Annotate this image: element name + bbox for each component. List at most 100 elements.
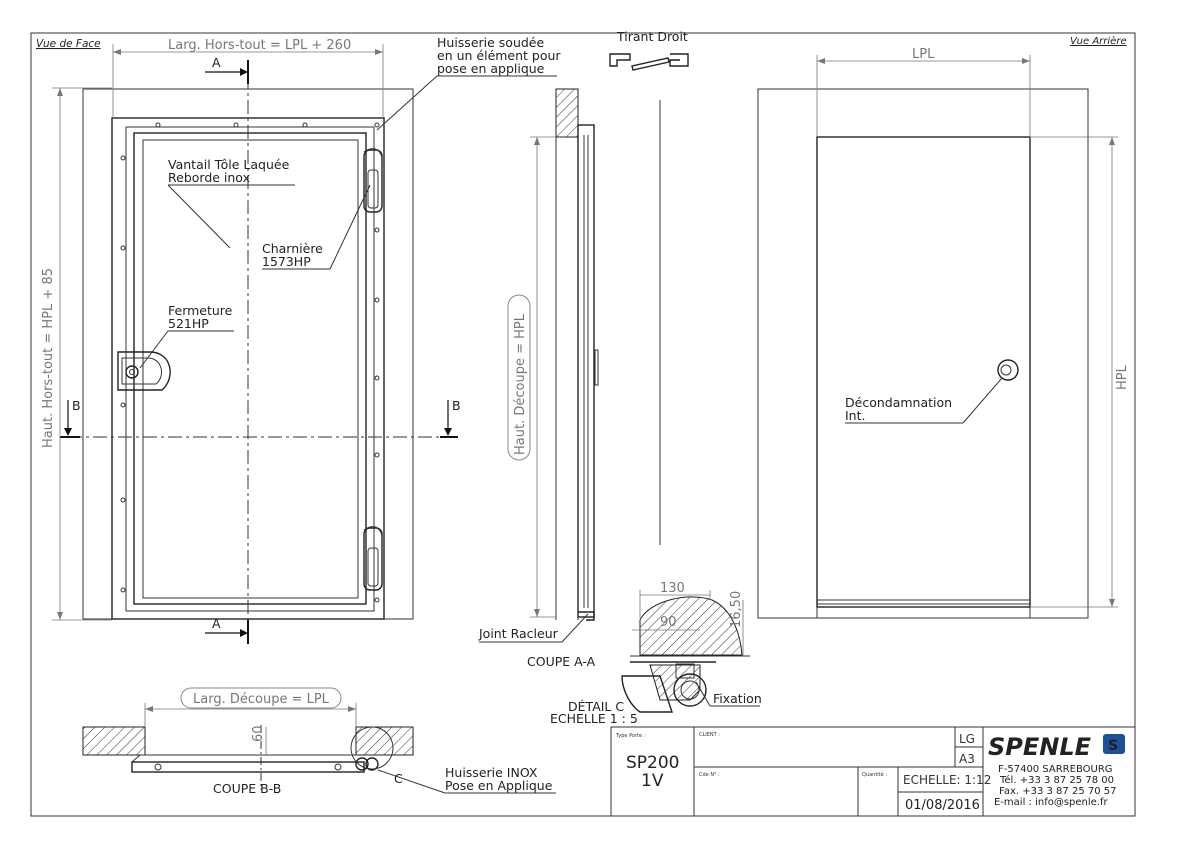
front-frame-inner bbox=[125, 126, 375, 612]
back-view-title: Vue Arrière bbox=[1070, 35, 1127, 47]
svg-text:Larg. Découpe = LPL: Larg. Découpe = LPL bbox=[193, 692, 330, 707]
section-b-right: B bbox=[440, 398, 461, 438]
detail-c-wall bbox=[639, 596, 743, 656]
dim-90: 90 bbox=[632, 615, 700, 631]
detail-c-callout bbox=[350, 726, 394, 770]
front-hinge-bottom bbox=[363, 526, 383, 591]
section-a-bottom: A bbox=[205, 616, 249, 644]
dim-130: 130 bbox=[639, 581, 711, 618]
tb-date: 01/08/2016 bbox=[905, 798, 980, 813]
tb-order-label: Cde N° : bbox=[699, 772, 720, 778]
bb-hinge bbox=[355, 757, 379, 771]
bb-wall-left bbox=[82, 726, 146, 756]
label-frame: Huisserie soudée en un élément pour pose… bbox=[376, 35, 561, 131]
bb-leaf bbox=[131, 761, 365, 773]
svg-text:1573HP: 1573HP bbox=[262, 254, 311, 269]
svg-text:Tirant Droit: Tirant Droit bbox=[616, 29, 688, 44]
section-b-left: B bbox=[60, 398, 81, 438]
tb-sheet-code: LG bbox=[959, 732, 975, 746]
svg-text:Huisserie INOX: Huisserie INOX bbox=[445, 765, 538, 780]
front-view-title: Vue de Face bbox=[36, 38, 101, 50]
svg-text:en un élément pour: en un élément pour bbox=[437, 48, 561, 63]
tb-scale: ECHELLE: 1:12 bbox=[903, 773, 991, 787]
dim-60: 60 bbox=[251, 725, 267, 755]
label-leaf: Vantail Tôle Laquée Reborde inox bbox=[167, 157, 295, 249]
front-leaf bbox=[133, 132, 367, 605]
section-aa-title: COUPE A-A bbox=[527, 654, 596, 669]
tb-model-line2: 1V bbox=[641, 771, 664, 791]
svg-text:60: 60 bbox=[251, 725, 266, 742]
tb-type-label: Type Porte : bbox=[615, 733, 646, 739]
svg-text:Huisserie soudée: Huisserie soudée bbox=[437, 35, 544, 50]
tb-client-label: CLIENT : bbox=[699, 732, 720, 738]
svg-text:Larg. Hors-tout = LPL + 260: Larg. Hors-tout = LPL + 260 bbox=[168, 38, 351, 53]
back-wall bbox=[757, 88, 1089, 619]
svg-text:HPL: HPL bbox=[1115, 364, 1130, 390]
detail-c-scale: ECHELLE 1 : 5 bbox=[550, 711, 638, 726]
dim-hpl: HPL bbox=[1030, 136, 1130, 608]
front-closure-handle bbox=[117, 351, 171, 391]
detail-c-title: DÉTAIL C bbox=[568, 699, 624, 714]
section-a-top: A bbox=[205, 55, 249, 84]
tb-qty-label: Quantité : bbox=[862, 771, 887, 778]
label-inox-frame: Huisserie INOX Pose en Applique bbox=[377, 765, 556, 794]
dim-cut-width: Larg. Découpe = LPL bbox=[144, 687, 357, 727]
front-view: Vue de Face bbox=[36, 35, 561, 644]
label-closure: Fermeture 521HP bbox=[139, 303, 234, 369]
front-leaf-panel bbox=[142, 139, 359, 599]
dim-1650: 16,50 bbox=[729, 591, 744, 656]
svg-text:Haut. Découpe = HPL: Haut. Découpe = HPL bbox=[513, 313, 528, 455]
tb-address-3: Fax. +33 3 87 25 70 57 bbox=[999, 786, 1117, 797]
section-bb-title: COUPE B-B bbox=[213, 781, 281, 796]
detail-c-hinge bbox=[673, 663, 707, 707]
svg-text:16,50: 16,50 bbox=[729, 591, 744, 628]
svg-text:A: A bbox=[212, 616, 221, 631]
svg-text:Joint Racleur: Joint Racleur bbox=[478, 626, 559, 641]
back-leaf bbox=[816, 136, 1031, 608]
section-aa-view: Tirant Droit Haut. Découpe = HPL Joint R… bbox=[478, 29, 689, 669]
svg-text:A: A bbox=[212, 55, 221, 70]
brand-logo: SPENLE S bbox=[988, 733, 1125, 761]
svg-text:Charnière: Charnière bbox=[262, 241, 323, 256]
front-hinge-top bbox=[363, 148, 383, 213]
back-view: Vue Arrière Décondamnation Int. LPL bbox=[757, 35, 1130, 619]
svg-text:Pose en Applique: Pose en Applique bbox=[445, 778, 553, 793]
svg-text:Décondamnation: Décondamnation bbox=[845, 395, 952, 410]
svg-text:B: B bbox=[452, 398, 461, 413]
dim-overall-width: Larg. Hors-tout = LPL + 260 bbox=[112, 38, 384, 118]
label-wiper-seal: Joint Racleur bbox=[478, 613, 589, 643]
tb-model-line1: SP200 bbox=[626, 753, 680, 773]
svg-text:B: B bbox=[72, 398, 81, 413]
tb-address-4: E-mail : info@spenle.fr bbox=[994, 797, 1109, 808]
aa-wall-top bbox=[555, 88, 579, 138]
dim-lpl: LPL bbox=[816, 47, 1031, 137]
svg-text:Vantail Tôle Laquée: Vantail Tôle Laquée bbox=[168, 157, 290, 172]
label-release: Décondamnation Int. bbox=[845, 377, 1003, 424]
dim-cut-height: Haut. Découpe = HPL bbox=[507, 136, 556, 618]
svg-text:Haut. Hors-tout = HPL + 85: Haut. Hors-tout = HPL + 85 bbox=[41, 268, 56, 448]
svg-text:130: 130 bbox=[660, 581, 685, 596]
tb-address-1: F-57400 SARREBOURG bbox=[998, 764, 1113, 775]
tb-format: A3 bbox=[959, 752, 975, 766]
section-bb-view: C Larg. Découpe = LPL 60 COUPE B-B Huiss… bbox=[82, 687, 556, 796]
svg-text:90: 90 bbox=[660, 615, 677, 630]
sheet-border bbox=[30, 32, 1136, 817]
svg-text:Fermeture: Fermeture bbox=[168, 303, 233, 318]
front-screws bbox=[120, 122, 380, 603]
label-hinge: Charnière 1573HP bbox=[262, 184, 371, 270]
svg-text:C: C bbox=[394, 771, 403, 786]
svg-text:521HP: 521HP bbox=[168, 316, 209, 331]
release-knob bbox=[997, 359, 1019, 381]
label-fixation: Fixation bbox=[695, 681, 762, 707]
dim-overall-height: Haut. Hors-tout = HPL + 85 bbox=[41, 87, 112, 621]
svg-text:S: S bbox=[1108, 738, 1118, 754]
svg-text:pose en applique: pose en applique bbox=[437, 61, 545, 76]
title-block: Type Porte : SP200 1V CLIENT : Cde N° : … bbox=[610, 726, 1136, 817]
tie-rod: Tirant Droit bbox=[609, 29, 689, 71]
svg-text:LPL: LPL bbox=[912, 47, 935, 62]
aa-frame bbox=[577, 124, 595, 618]
tb-address-2: Tél. +33 3 87 25 78 00 bbox=[999, 774, 1114, 786]
svg-text:Reborde inox: Reborde inox bbox=[168, 170, 250, 185]
svg-text:Fixation: Fixation bbox=[713, 691, 762, 706]
